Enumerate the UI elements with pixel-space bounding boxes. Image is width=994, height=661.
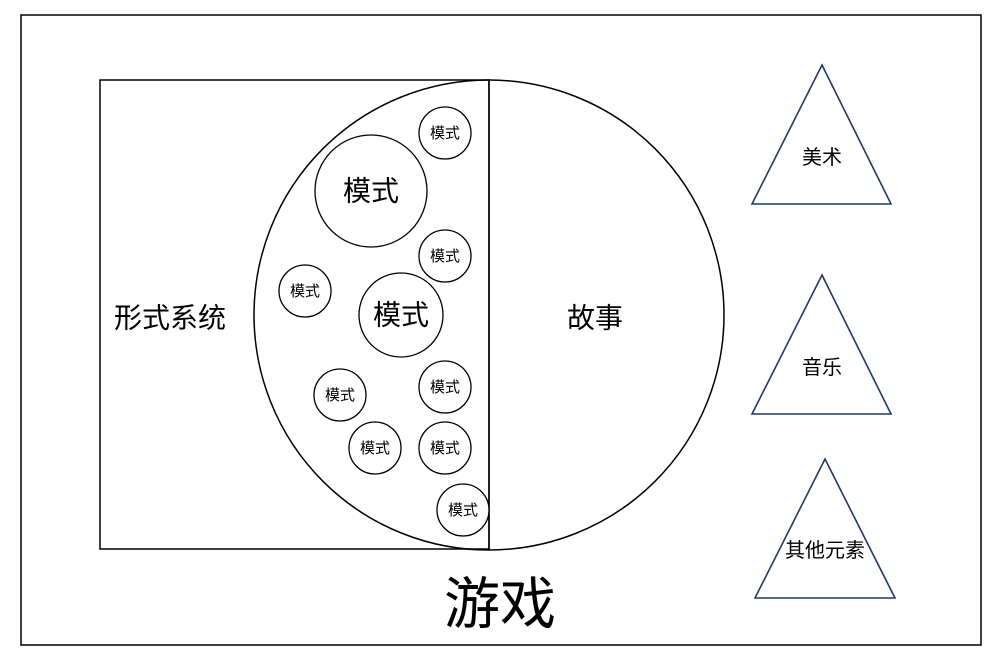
element-other: 其他元素 (753, 457, 897, 599)
pattern-label: 模式 (325, 386, 355, 404)
pattern-node: 模式 (278, 264, 332, 318)
pattern-node: 模式 (358, 272, 444, 358)
element-music: 音乐 (750, 273, 893, 415)
music-label: 音乐 (802, 355, 842, 379)
music-triangle (750, 273, 893, 415)
pattern-label: 模式 (430, 439, 460, 457)
pattern-circle (358, 272, 444, 358)
pattern-circle (278, 264, 332, 318)
pattern-label: 模式 (360, 439, 390, 457)
pattern-node: 模式 (418, 106, 472, 160)
pattern-label: 模式 (290, 282, 320, 300)
pattern-label: 模式 (448, 501, 478, 519)
pattern-circle (436, 483, 490, 537)
formal-system-label: 形式系统 (114, 302, 226, 335)
pattern-node: 模式 (314, 134, 428, 248)
pattern-circle (313, 368, 367, 422)
other-elements-label: 其他元素 (785, 538, 865, 562)
pattern-group: 模式模式模式模式模式模式模式模式模式模式 (278, 106, 490, 537)
pattern-node: 模式 (436, 483, 490, 537)
pattern-node: 模式 (418, 229, 472, 283)
pattern-label: 模式 (373, 299, 429, 332)
pattern-label: 模式 (430, 378, 460, 396)
art-label: 美术 (802, 145, 842, 169)
pattern-circle (314, 134, 428, 248)
pattern-node: 模式 (313, 368, 367, 422)
pattern-circle (348, 421, 402, 475)
pattern-label: 模式 (430, 124, 460, 142)
pattern-circle (418, 360, 472, 414)
pattern-node: 模式 (418, 360, 472, 414)
pattern-node: 模式 (418, 421, 472, 475)
pattern-circle (418, 106, 472, 160)
pattern-label: 模式 (430, 247, 460, 265)
pattern-circle (418, 421, 472, 475)
element-art: 美术 (750, 63, 893, 205)
pattern-circle (418, 229, 472, 283)
story-label: 故事 (567, 302, 623, 335)
pattern-node: 模式 (348, 421, 402, 475)
art-triangle (750, 63, 893, 205)
other-elements-triangle (753, 457, 897, 599)
game-label: 游戏 (444, 573, 556, 638)
pattern-label: 模式 (343, 175, 399, 208)
game-frame (20, 14, 982, 646)
